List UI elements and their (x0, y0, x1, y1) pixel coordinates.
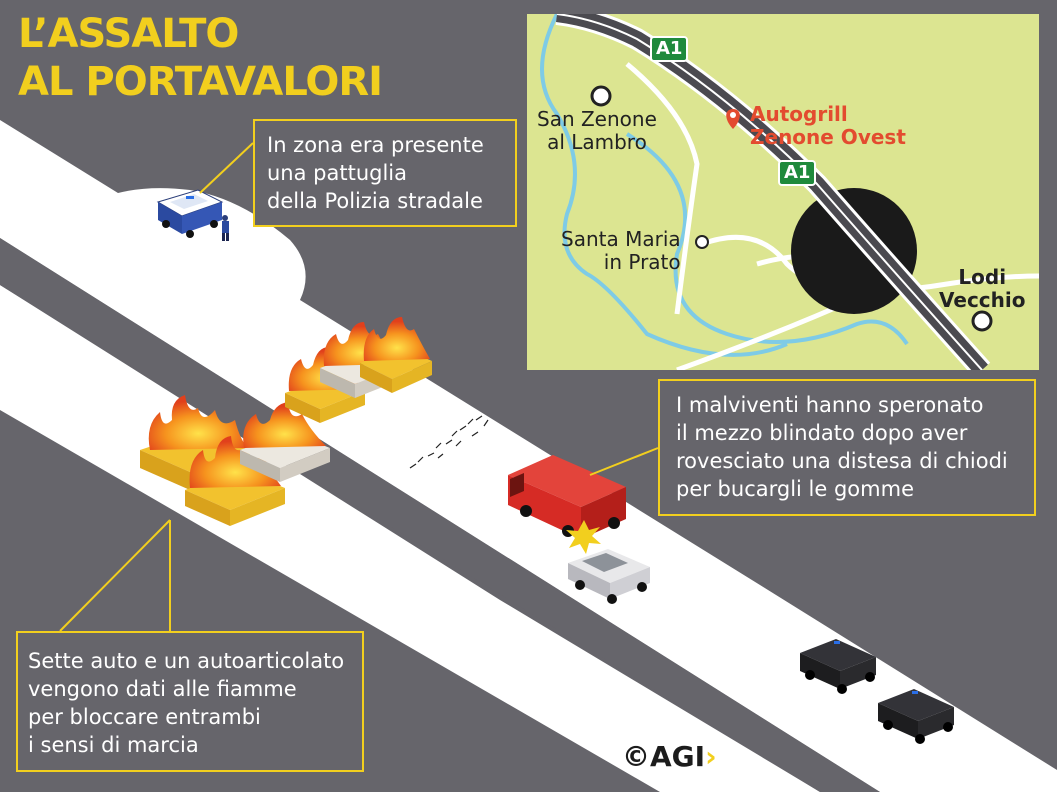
impact-icon (566, 520, 601, 554)
road-upper (0, 120, 1057, 792)
copyright-symbol: © (622, 740, 650, 773)
highway-shield-a1: A1 (778, 160, 817, 186)
chevron-icon: › (705, 740, 717, 773)
leader-line-van (589, 447, 659, 476)
black-suv-icon (878, 689, 954, 744)
nails-icon (409, 415, 489, 469)
callout-fire: Sette auto e un autoarticolato vengono d… (16, 631, 364, 772)
town-marker-icon (971, 310, 993, 332)
highway-shield-a1: A1 (650, 36, 689, 62)
callout-van-line: il mezzo blindato dopo aver (676, 421, 968, 445)
place-autogrill: Autogrill Zenone Ovest (750, 103, 906, 149)
burning-car-icon (185, 436, 285, 526)
town-marker-icon (695, 235, 709, 249)
place-label-line: Autogrill (750, 102, 848, 126)
callout-van-line: per bucargli le gomme (676, 477, 914, 501)
location-map: A1 A1 San Zenone al Lambro Santa Maria i… (527, 14, 1039, 370)
leader-line-fire-1 (59, 519, 171, 632)
callout-fire-line: vengono dati alle fiamme (28, 677, 297, 701)
burning-car-icon (240, 402, 330, 482)
town-marker-icon (590, 85, 612, 107)
attack-zone-marker (791, 188, 917, 314)
callout-fire-line: Sette auto e un autoarticolato (28, 649, 345, 673)
place-label-line: Santa Maria (561, 227, 681, 251)
red-van-icon (508, 455, 626, 539)
page-title: L’ASSALTO AL PORTAVALORI (18, 10, 383, 106)
callout-police-line: della Polizia stradale (267, 189, 483, 213)
river (540, 14, 788, 357)
place-label-line: Lodi (958, 265, 1007, 289)
map-road (625, 62, 700, 315)
callout-van: I malviventi hanno speronato il mezzo bl… (658, 379, 1036, 516)
title-line-2: AL PORTAVALORI (18, 59, 383, 105)
callout-police: In zona era presente una pattuglia della… (253, 119, 517, 227)
median (0, 238, 880, 792)
police-officer-icon (222, 215, 229, 241)
river (625, 132, 909, 346)
black-suv-icon (800, 639, 876, 694)
title-line-1: L’ASSALTO (18, 11, 239, 57)
place-san-zenone: San Zenone al Lambro (537, 108, 657, 154)
highway-a1 (555, 14, 991, 370)
callout-fire-line: per bloccare entrambi (28, 705, 261, 729)
place-label-line: Vecchio (939, 288, 1026, 312)
brand-name: AGI (650, 740, 706, 773)
map-pin-icon (726, 109, 740, 129)
leader-line-police (199, 142, 254, 194)
agi-logo: ©AGI› (622, 740, 717, 773)
callout-van-line: rovesciato una distesa di chiodi (676, 449, 1008, 473)
silver-car-icon (568, 549, 650, 604)
callout-police-line: una pattuglia (267, 161, 408, 185)
place-label-line: al Lambro (547, 130, 647, 154)
callout-fire-line: i sensi di marcia (28, 733, 199, 757)
callout-police-line: In zona era presente (267, 133, 484, 157)
place-lodi-vecchio: Lodi Vecchio (939, 266, 1026, 312)
burning-car-icon (360, 317, 432, 393)
place-santa-maria: Santa Maria in Prato (561, 228, 681, 274)
callout-van-line: I malviventi hanno speronato (676, 393, 984, 417)
place-label-line: Zenone Ovest (750, 125, 906, 149)
place-label-line: San Zenone (537, 107, 657, 131)
map-graphic (540, 14, 1039, 370)
police-car-icon (156, 189, 224, 238)
place-label-line: in Prato (603, 250, 681, 274)
